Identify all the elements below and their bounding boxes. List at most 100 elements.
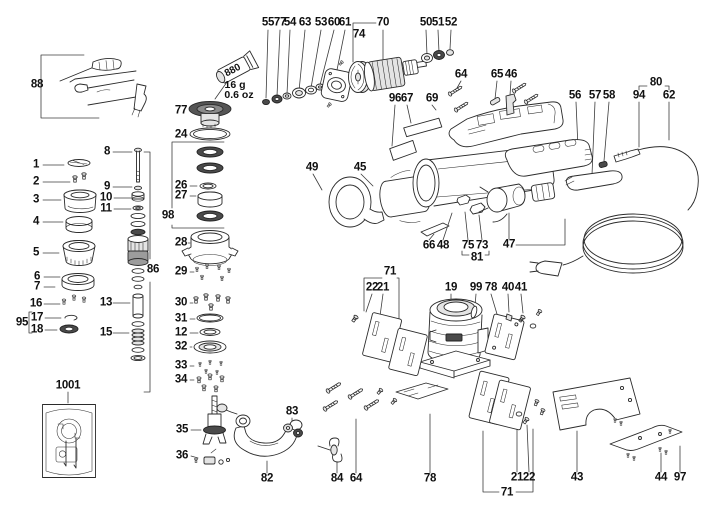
- part-label-82: 82: [260, 472, 274, 485]
- part-label-1001: 1001: [55, 379, 81, 392]
- part-label-77: 77: [273, 16, 287, 29]
- gear-housing-28: [181, 230, 239, 266]
- part-label-41: 41: [514, 281, 528, 294]
- bottom-fixture-group: [216, 298, 683, 463]
- part-label-12: 12: [174, 326, 188, 339]
- air-guide-49: [328, 176, 385, 228]
- service-tools-group: [59, 57, 147, 118]
- pin-65: [489, 97, 501, 106]
- part-label-28: 28: [174, 236, 188, 249]
- part-label-55: 55: [261, 16, 275, 29]
- part-label-65: 65: [490, 68, 504, 81]
- part-label-62: 62: [662, 89, 676, 102]
- part-label-9: 9: [103, 180, 111, 193]
- part-label-83: 83: [285, 405, 299, 418]
- side-plate-pair-left: [362, 312, 428, 377]
- part-label-46: 46: [504, 68, 518, 81]
- left-parts-column: [59, 159, 97, 334]
- part-label-21: 21: [510, 471, 524, 484]
- part-label-98: 98: [161, 209, 175, 222]
- switch-47: [478, 183, 526, 223]
- part-label-13: 13: [99, 296, 113, 309]
- part-label-81: 81: [470, 251, 484, 264]
- part-label-11: 11: [100, 202, 112, 215]
- part-label-95: 95: [15, 316, 29, 329]
- part-label-97: 97: [673, 471, 687, 484]
- spring-58: [598, 161, 608, 168]
- center-gear-column: [181, 50, 260, 465]
- part-label-67: 67: [400, 92, 414, 105]
- part-label-6: 6: [33, 270, 41, 283]
- part-label-31: 31: [174, 312, 188, 325]
- clamp-73: [469, 202, 486, 215]
- part-label-78: 78: [484, 281, 498, 294]
- part-label-69: 69: [425, 92, 439, 105]
- connector-block: [530, 182, 556, 202]
- part-label-21: 21: [376, 281, 390, 294]
- part-label-33: 33: [174, 359, 188, 372]
- slotted-plate-78-bottom: [395, 382, 449, 400]
- part-label-80: 80: [649, 76, 663, 89]
- part-label-56: 56: [568, 89, 582, 102]
- handle-cover-56: [504, 139, 593, 177]
- grease-amount-ounces: 0.6 oz: [224, 88, 254, 101]
- wing-bolt-84: [317, 437, 343, 463]
- leader-lines: [28, 22, 681, 493]
- part-label-60: 60: [327, 16, 341, 29]
- part-label-24: 24: [174, 128, 188, 141]
- clamp-46: [505, 93, 517, 116]
- part-label-7: 7: [33, 280, 41, 293]
- part-label-29: 29: [174, 265, 188, 278]
- strain-relief-94: [613, 148, 641, 163]
- part-label-74: 74: [352, 28, 366, 41]
- base-plate-43: [552, 377, 641, 431]
- part-label-4: 4: [32, 215, 40, 228]
- part-label-86: 86: [146, 263, 160, 276]
- part-label-50: 50: [419, 16, 433, 29]
- part-label-66: 66: [422, 239, 436, 252]
- part-label-94: 94: [632, 89, 646, 102]
- grease-amount-grams: 16 g: [224, 78, 246, 91]
- bottom-cover-57: [564, 170, 623, 191]
- part-label-45: 45: [353, 161, 367, 174]
- part-label-63: 63: [298, 16, 312, 29]
- part-label-40: 40: [501, 281, 515, 294]
- part-label-61: 61: [338, 16, 352, 29]
- part-label-8: 8: [103, 145, 111, 158]
- part-label-35: 35: [175, 423, 189, 436]
- part-label-22: 22: [365, 281, 379, 294]
- part-label-71: 71: [500, 486, 514, 499]
- part-label-34: 34: [174, 373, 188, 386]
- part-label-99: 99: [469, 281, 483, 294]
- part-label-22: 22: [522, 471, 536, 484]
- sticker-67: [403, 117, 443, 138]
- rotor-core: [363, 56, 427, 92]
- part-label-48: 48: [436, 239, 450, 252]
- part-label-88: 88: [30, 78, 44, 91]
- part-label-30: 30: [174, 296, 188, 309]
- oval-99: [470, 305, 478, 319]
- power-cord-62: [529, 146, 699, 277]
- part-label-57: 57: [588, 89, 602, 102]
- part-label-36: 36: [175, 449, 189, 462]
- handle-cord-group: [389, 81, 699, 277]
- part-label-71: 71: [383, 265, 397, 278]
- motor-unit-19: [419, 298, 491, 379]
- spindle-35: [202, 395, 227, 445]
- base-plate-44-97: [609, 417, 683, 461]
- part-label-32: 32: [174, 340, 188, 353]
- part-label-3: 3: [32, 193, 40, 206]
- part-label-78: 78: [423, 472, 437, 485]
- part-label-43: 43: [570, 471, 584, 484]
- part-label-77: 77: [174, 104, 188, 117]
- part-label-53: 53: [314, 16, 328, 29]
- part-label-75: 75: [461, 239, 475, 252]
- part-label-16: 16: [29, 297, 43, 310]
- part-label-64: 64: [349, 472, 363, 485]
- part-label-73: 73: [475, 239, 489, 252]
- part-label-5: 5: [32, 246, 40, 259]
- part-label-17: 17: [30, 311, 44, 324]
- clamp-75: [456, 194, 471, 206]
- part-label-44: 44: [654, 471, 668, 484]
